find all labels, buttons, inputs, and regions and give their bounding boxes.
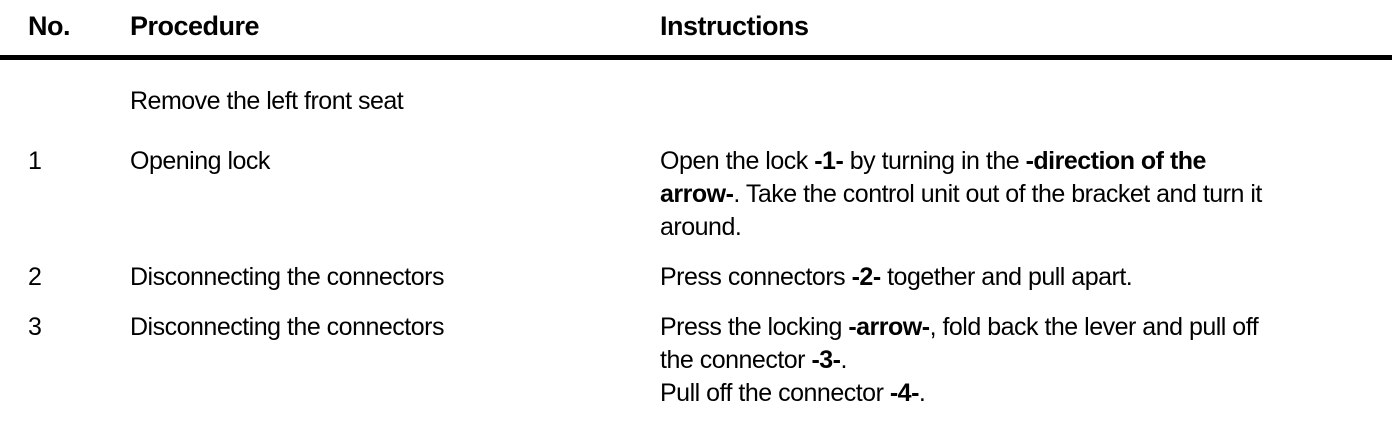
table-row: 2 Disconnecting the connectors Press con… xyxy=(28,261,1368,294)
table-row: 3 Disconnecting the connectors Press the… xyxy=(28,311,1368,410)
table-row: Remove the left front seat xyxy=(28,85,1368,118)
col-header-procedure: Procedure xyxy=(130,11,260,41)
procedure-cell: Remove the left front seat xyxy=(130,87,404,115)
row-number-cell: 3 xyxy=(28,313,42,341)
col-header-instructions: Instructions xyxy=(660,11,809,41)
col-header-no: No. xyxy=(28,11,71,41)
instructions-cell: Press connectors -2- together and pull a… xyxy=(660,263,1133,291)
procedure-cell: Disconnecting the connectors xyxy=(130,263,444,291)
instructions-cell: Press the locking -arrow-, fold back the… xyxy=(660,313,1259,407)
table-header-row: No. Procedure Instructions xyxy=(28,10,1368,43)
table-body: Remove the left front seat 1 Opening loc… xyxy=(28,85,1368,410)
row-number-cell: 1 xyxy=(28,147,42,175)
procedure-cell: Opening lock xyxy=(130,147,270,175)
procedure-cell: Disconnecting the connectors xyxy=(130,313,444,341)
row-number-cell: 2 xyxy=(28,263,42,291)
instructions-cell: Open the lock -1- by turning in the -dir… xyxy=(660,147,1262,241)
header-rule xyxy=(0,55,1392,60)
table-row: 1 Opening lock Open the lock -1- by turn… xyxy=(28,145,1368,244)
